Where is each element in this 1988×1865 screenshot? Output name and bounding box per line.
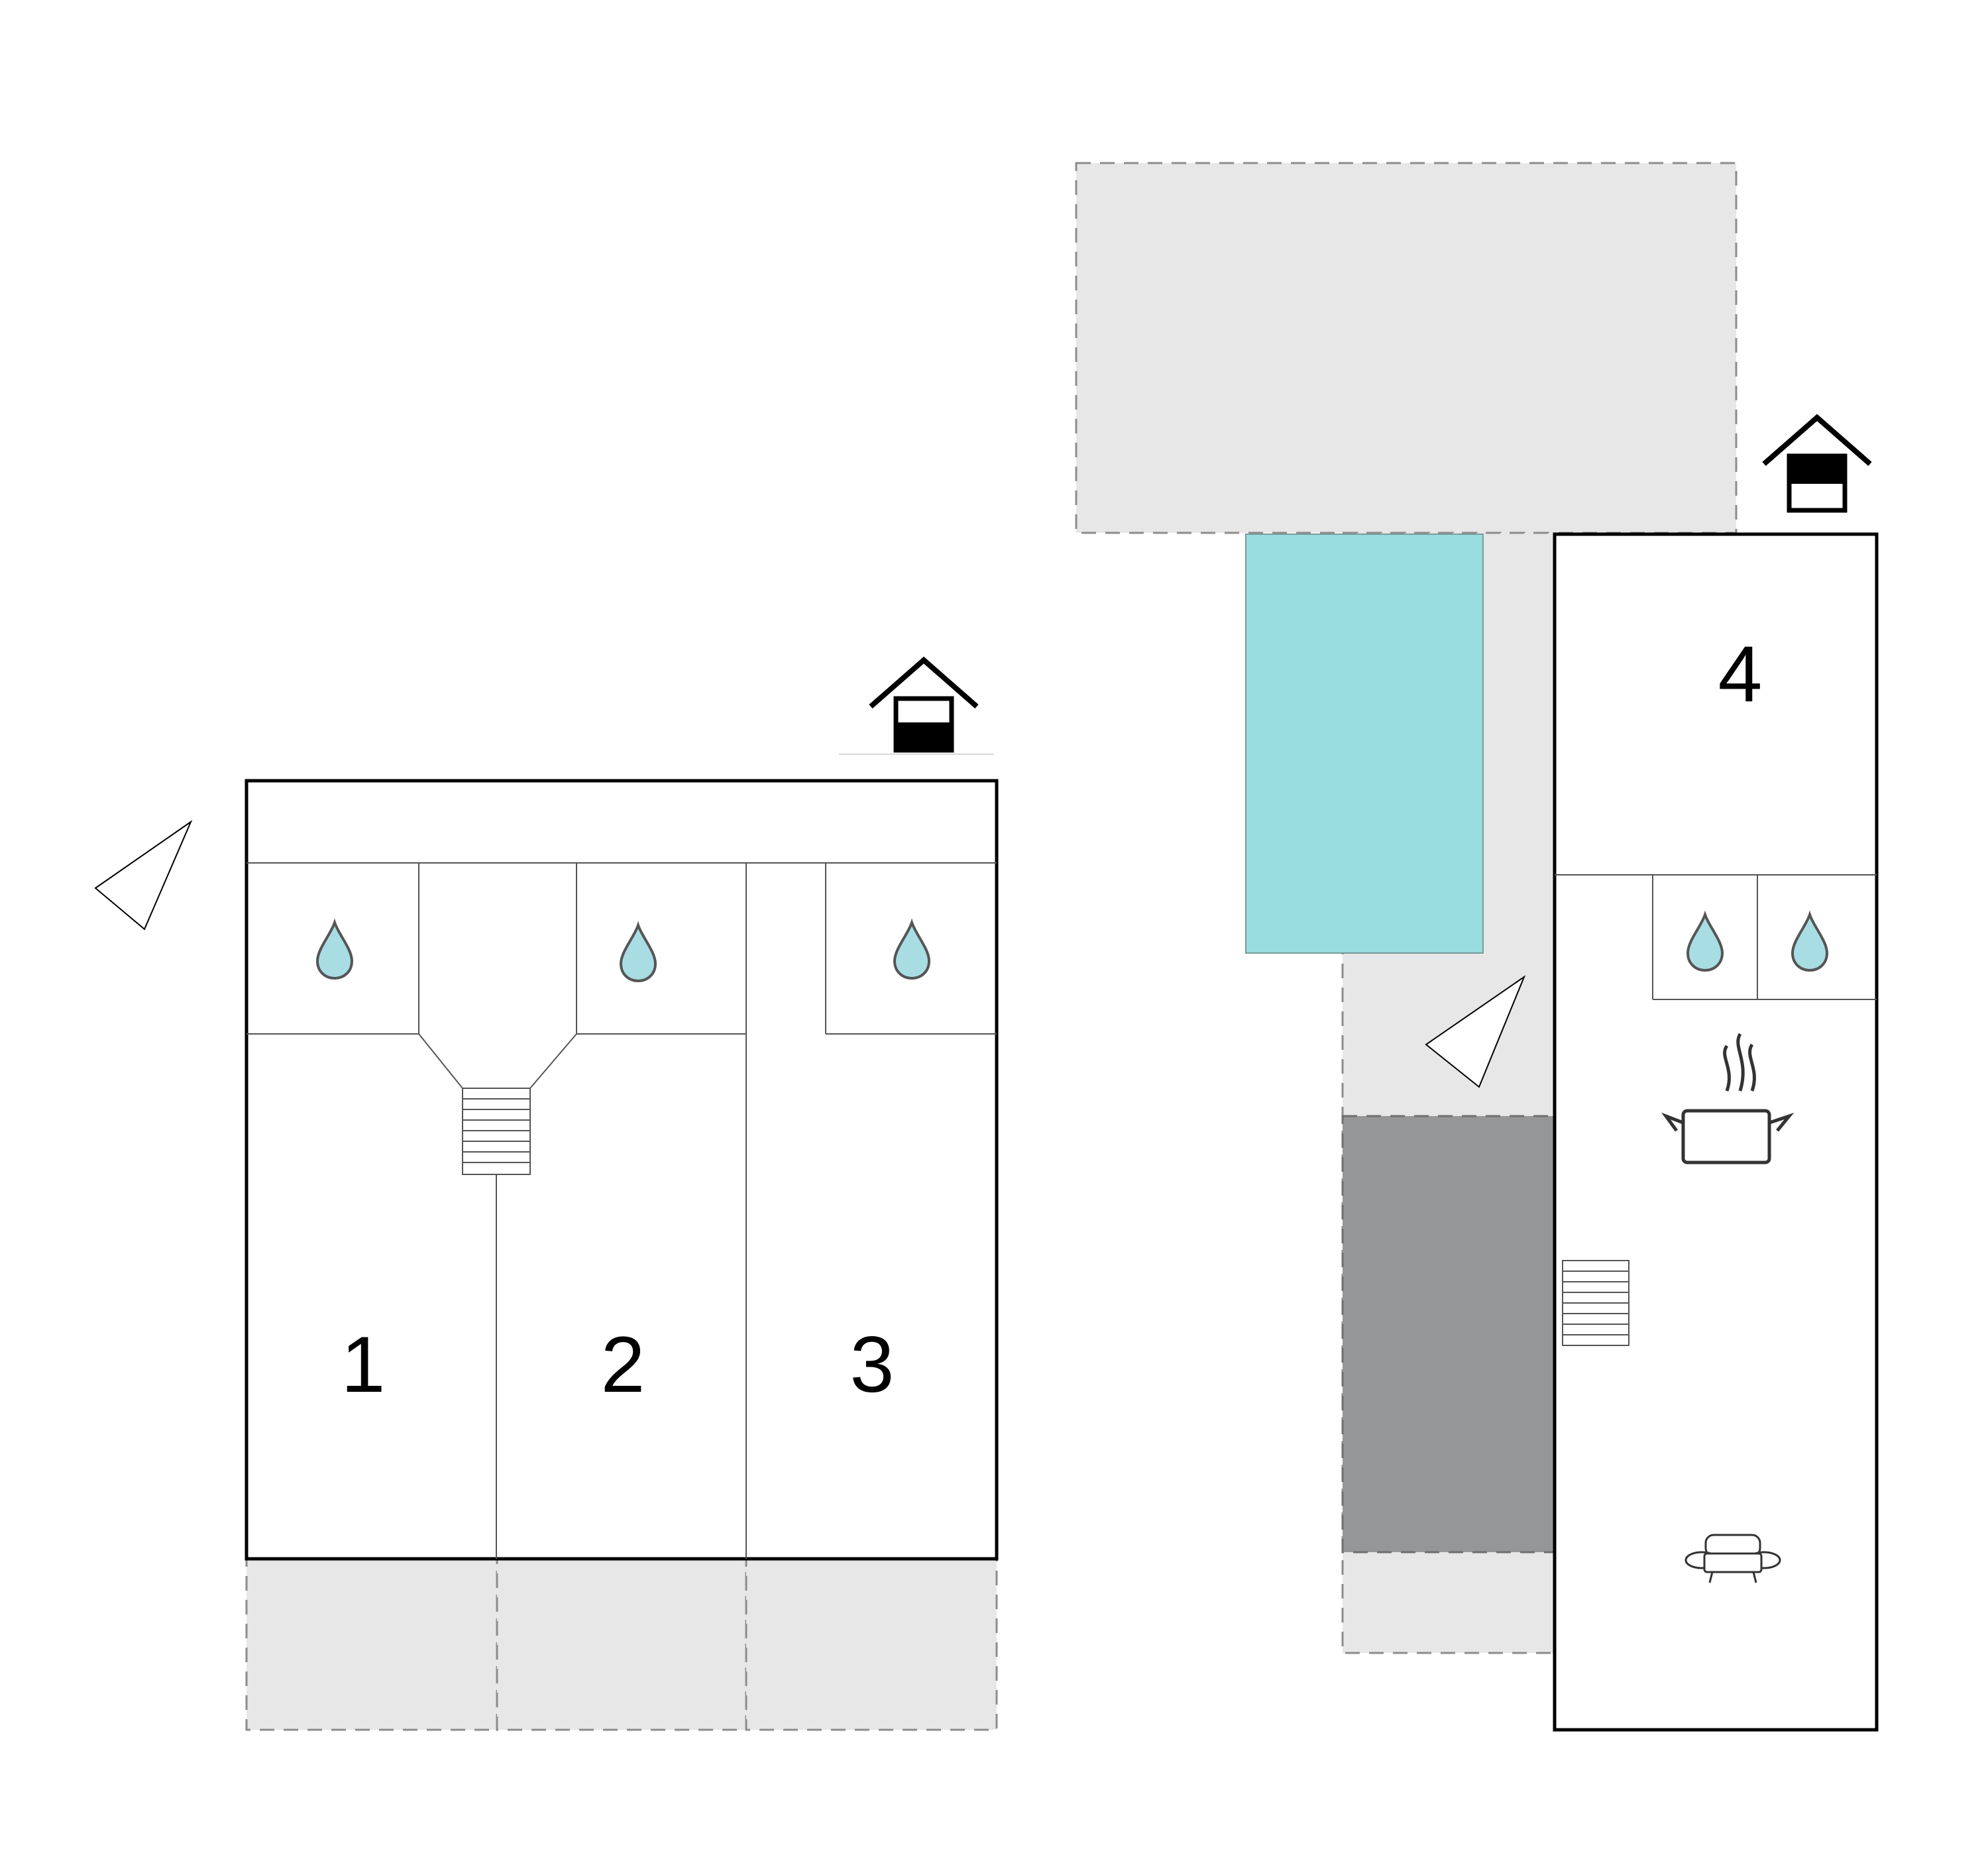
water-drop-icon bbox=[315, 918, 354, 980]
room-label-1: 1 bbox=[341, 1320, 386, 1409]
cooking-pot-icon bbox=[1661, 1033, 1795, 1164]
interior-walls-right bbox=[1555, 874, 1877, 1000]
direction-arrow-icon bbox=[1425, 975, 1526, 1088]
sofa-icon bbox=[1684, 1534, 1781, 1583]
terrace-top bbox=[1075, 162, 1738, 534]
water-drop-icon bbox=[619, 921, 657, 983]
building-right bbox=[1553, 532, 1879, 1732]
water-drop-icon bbox=[1686, 910, 1724, 972]
interior-walls-left bbox=[247, 862, 997, 1559]
house-floor-icon bbox=[1762, 414, 1872, 513]
carport-area bbox=[1341, 1115, 1556, 1554]
direction-arrow-icon bbox=[94, 820, 193, 931]
water-drop-icon bbox=[1791, 910, 1829, 972]
room-label-4: 4 bbox=[1718, 630, 1763, 718]
terrace-bottom-left bbox=[245, 1557, 998, 1731]
house-floor-icon bbox=[869, 656, 979, 753]
building-left bbox=[245, 779, 999, 1561]
room-label-3: 3 bbox=[850, 1320, 895, 1409]
stairs-icon bbox=[462, 1088, 531, 1175]
stairs-icon bbox=[1562, 1260, 1629, 1346]
swimming-pool bbox=[1245, 534, 1484, 954]
water-drop-icon bbox=[893, 918, 931, 980]
room-label-2: 2 bbox=[601, 1320, 645, 1409]
